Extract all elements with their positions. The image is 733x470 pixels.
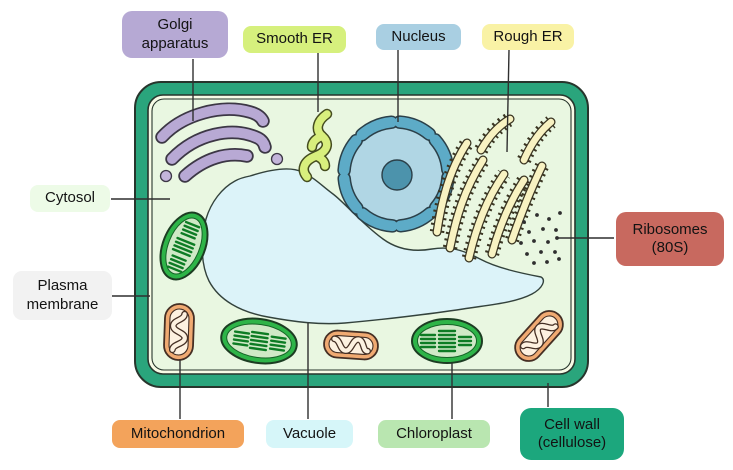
label-smooth-er: Smooth ER <box>243 26 346 53</box>
label-ribosomes: Ribosomes (80S) <box>616 212 724 266</box>
ribosomes-graphic <box>519 211 562 265</box>
golgi-vesicle <box>159 169 173 183</box>
label-chloroplast: Chloroplast <box>378 420 490 448</box>
nucleolus-graphic <box>381 159 413 191</box>
leader-rough-er <box>506 49 510 153</box>
mitochondrion-graphic <box>514 310 564 362</box>
chloroplast-graphic <box>411 318 483 364</box>
chloroplast-graphic <box>159 211 209 281</box>
label-plasma-membrane: Plasma membrane <box>13 271 112 320</box>
leader-lines <box>111 49 614 419</box>
chloroplast-graphic <box>220 317 298 365</box>
smooth-er-graphic <box>298 108 333 183</box>
mitochondrion-graphic <box>323 329 379 361</box>
mitochondrion-graphic <box>163 303 195 361</box>
nucleus-graphic <box>337 115 455 233</box>
label-golgi-apparatus: Golgi apparatus <box>122 11 228 58</box>
label-nucleus: Nucleus <box>376 24 461 50</box>
label-rough-er: Rough ER <box>482 24 574 50</box>
label-mitochondrion: Mitochondrion <box>112 420 244 448</box>
label-vacuole: Vacuole <box>266 420 353 448</box>
golgi-vesicle <box>270 152 284 166</box>
label-cell-wall: Cell wall (cellulose) <box>520 408 624 460</box>
label-cytosol: Cytosol <box>30 185 110 212</box>
nuclear-envelope-graphic <box>337 115 455 233</box>
golgi-apparatus-graphic <box>155 102 284 183</box>
